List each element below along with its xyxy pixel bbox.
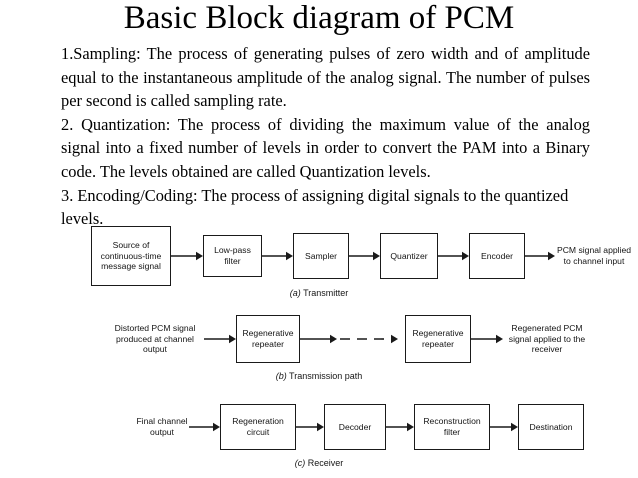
- block-quantizer: Quantizer: [380, 233, 438, 279]
- label-distorted-pcm-signal-produced-at-channel-output: Distorted PCM signal produced at channel…: [114, 323, 196, 355]
- caption-receiver: (c) Receiver: [0, 458, 638, 468]
- caption-transmission-path-prefix: (b): [275, 371, 287, 381]
- caption-transmitter-prefix: (a): [289, 288, 301, 298]
- caption-transmission-path-text: Transmission path: [286, 371, 363, 381]
- pcm-block-diagram: Source of continuous-time message signal…: [0, 222, 638, 478]
- paragraph-sampling: 1.Sampling: The process of generating pu…: [61, 44, 590, 111]
- block-regenerative-repeater-1: Regenerative repeater: [236, 315, 300, 363]
- diagram-row-transmission-path: Distorted PCM signal produced at channel…: [0, 308, 638, 392]
- caption-transmitter: (a) Transmitter: [0, 288, 638, 298]
- paragraph-encoding: 3. Encoding/Coding: The process of assig…: [61, 185, 569, 229]
- block-sampler: Sampler: [293, 233, 349, 279]
- block-regenerative-repeater-2: Regenerative repeater: [405, 315, 471, 363]
- caption-transmitter-text: Transmitter: [300, 288, 349, 298]
- caption-receiver-prefix: (c): [294, 458, 306, 468]
- label-final-channel-output: Final channel output: [136, 416, 188, 437]
- arrow-sampler-to-quantizer: [349, 250, 380, 262]
- arrow-regeneration-to-decoder: [296, 421, 324, 433]
- caption-receiver-text: Receiver: [305, 458, 344, 468]
- arrow-quantizer-to-encoder: [438, 250, 469, 262]
- block-reconstruction-filter: Reconstruction filter: [414, 404, 490, 450]
- body-text-block: 1.Sampling: The process of generating pu…: [61, 42, 590, 231]
- arrow-final-output-to-regeneration-circuit: [189, 421, 220, 433]
- arrow-lowpass-to-sampler: [262, 250, 293, 262]
- caption-transmission-path: (b) Transmission path: [0, 371, 638, 381]
- arrow-repeater-2-to-receiver: [471, 333, 503, 345]
- arrow-source-to-lowpass: [171, 250, 203, 262]
- page-title: Basic Block diagram of PCM: [123, 0, 515, 36]
- arrow-decoder-to-reconstruction-filter: [386, 421, 414, 433]
- arrow-dashed-transmission-link: [300, 333, 405, 345]
- block-regeneration-circuit: Regeneration circuit: [220, 404, 296, 450]
- block-source-of-continuous-time-message-signal: Source of continuous-time message signal: [91, 226, 171, 286]
- paragraph-quantization: 2. Quantization: The process of dividing…: [61, 114, 590, 181]
- label-pcm-signal-applied-to-channel-input: PCM signal applied to channel input: [556, 245, 632, 266]
- diagram-row-receiver: Final channel output Regeneration circui…: [0, 398, 638, 478]
- arrow-encoder-to-channel-input: [525, 250, 555, 262]
- diagram-row-transmitter: Source of continuous-time message signal…: [0, 222, 638, 304]
- block-destination: Destination: [518, 404, 584, 450]
- arrow-channel-output-to-repeater-1: [204, 333, 236, 345]
- block-decoder: Decoder: [324, 404, 386, 450]
- arrow-reconstruction-filter-to-destination: [490, 421, 518, 433]
- block-encoder: Encoder: [469, 233, 525, 279]
- block-low-pass-filter: Low-pass filter: [203, 235, 262, 277]
- label-regenerated-pcm-signal-applied-to-the-receiver: Regenerated PCM signal applied to the re…: [508, 323, 586, 355]
